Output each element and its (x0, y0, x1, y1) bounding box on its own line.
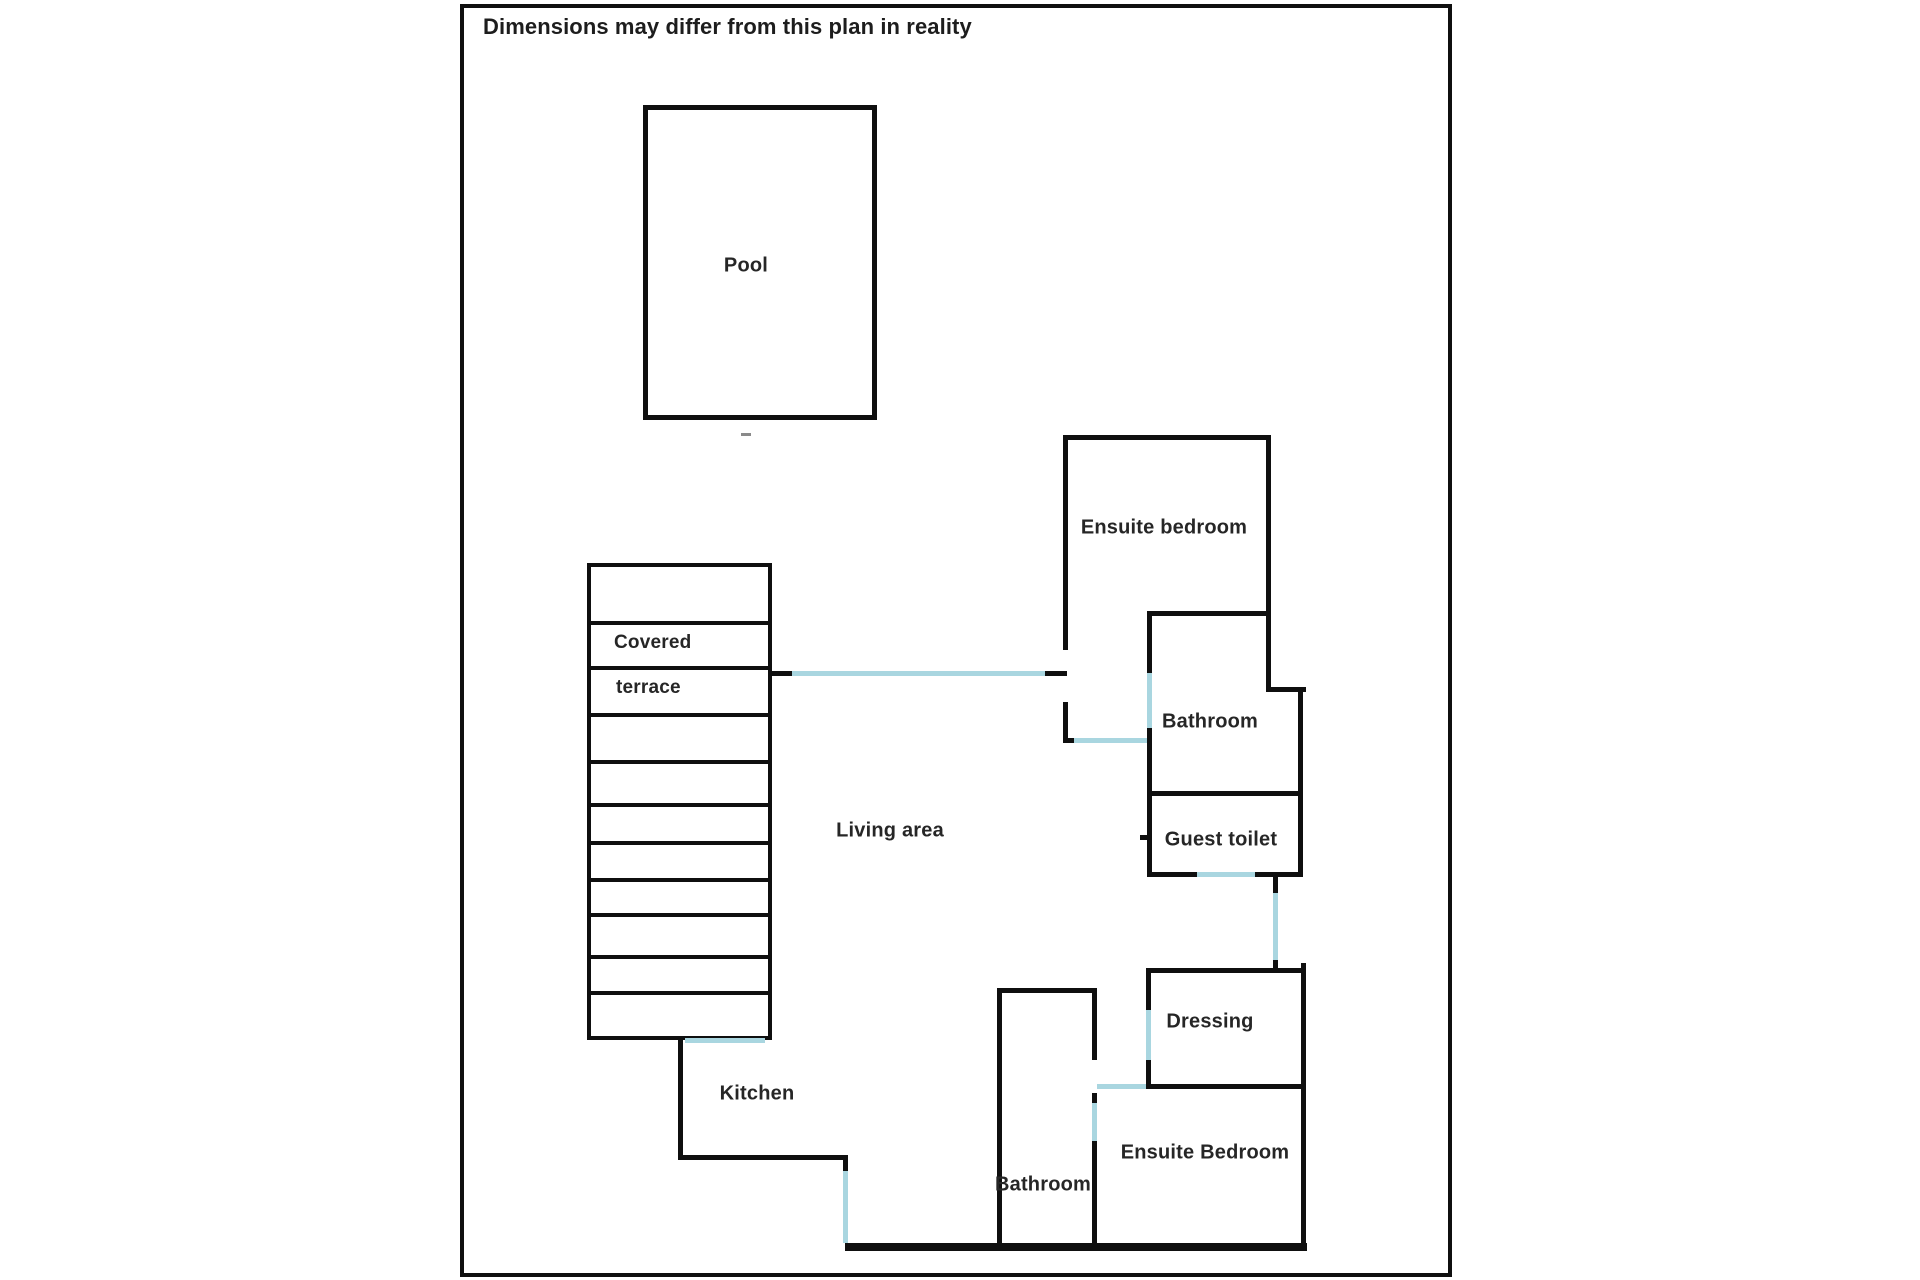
wall-bathroom-bottom (1147, 791, 1303, 796)
door-opening-ensuite-bottom (1074, 738, 1147, 743)
terrace-slat-line (591, 878, 768, 882)
wall-bathroom2-right (1092, 1093, 1097, 1103)
pool-outline (643, 105, 877, 420)
room-label-kitchen: Kitchen (719, 1082, 795, 1105)
wall-ensuite-left-lower (1063, 702, 1068, 743)
terrace-slat-line (591, 991, 768, 995)
wall-stub (1045, 671, 1067, 676)
plan-border (460, 4, 1452, 1277)
covered-terrace-outline (587, 563, 772, 1040)
wall-guest-toilet-left (1147, 791, 1152, 877)
room-label-dressing: Dressing (1166, 1010, 1254, 1033)
wall-stub (768, 671, 792, 676)
room-label-bathroom-bottom: Bathroom (994, 1173, 1092, 1196)
room-label-pool: Pool (723, 254, 769, 277)
door-opening-dressing-left (1146, 1010, 1151, 1060)
door-opening-hall (1273, 893, 1278, 962)
door-opening-bathroom2 (1092, 1103, 1097, 1141)
door-opening-kitchen-south (843, 1171, 848, 1243)
wall-ensuite-left-upper (1063, 435, 1068, 650)
wall-dressing-left (1146, 968, 1151, 1010)
terrace-slat-line (591, 803, 768, 807)
terrace-slat-line (591, 760, 768, 764)
wall-dressing-bottom (1146, 1084, 1306, 1089)
room-label-covered: Covered (614, 632, 692, 653)
wall-kitchen-left (678, 1040, 683, 1160)
room-label-ensuite-bedroom-bottom: Ensuite Bedroom (1120, 1141, 1290, 1164)
wall-bathroom2-right (1092, 988, 1097, 1060)
door-opening-terrace-corridor (792, 671, 1045, 676)
wall-bathroom-top (1147, 611, 1266, 616)
room-label-guest-toilet: Guest toilet (1164, 828, 1278, 851)
door-opening-kitchen-terrace (685, 1038, 765, 1043)
wall-guest-toilet-bottom (1255, 872, 1303, 877)
wall-ensuite-top (1063, 435, 1271, 440)
room-label-terrace: terrace (616, 677, 681, 698)
terrace-slat-line (591, 913, 768, 917)
terrace-slat-line (591, 713, 768, 717)
wall-stub (843, 1155, 848, 1171)
door-opening-bathroom-left (1147, 673, 1152, 728)
wall-building-south (845, 1243, 1307, 1251)
wall-bathroom-left (1147, 611, 1152, 673)
wall-bathroom-left (1147, 728, 1152, 793)
terrace-slat-line (591, 955, 768, 959)
wall-bathroom-right (1298, 687, 1303, 793)
wall-guest-toilet-right (1298, 791, 1303, 877)
wall-stub (1063, 738, 1074, 743)
wall-stub (1273, 877, 1278, 893)
room-label-bathroom-top: Bathroom (1161, 710, 1259, 733)
wall-kitchen-bottom (678, 1155, 848, 1160)
wall-tick (1140, 835, 1147, 840)
room-label-ensuite-bedroom-top: Ensuite bedroom (1080, 516, 1248, 539)
plan-disclaimer-text: Dimensions may differ from this plan in … (483, 14, 972, 39)
wall-bathroom2-top (997, 988, 1097, 993)
terrace-slat-line (591, 666, 768, 670)
terrace-slat-line (591, 621, 768, 625)
stray-mark (741, 433, 751, 436)
wall-stub (1273, 960, 1278, 972)
door-opening-ensuite2-entry (1097, 1084, 1146, 1089)
wall-step (1266, 687, 1306, 692)
wall-guest-toilet-bottom (1147, 872, 1197, 877)
terrace-slat-line (591, 841, 768, 845)
wall-ensuite-right (1266, 435, 1271, 692)
wall-dressing-top (1146, 968, 1306, 973)
wall-bathroom2-right (1092, 1141, 1097, 1245)
wall-right-shared (1301, 963, 1306, 1248)
wall-bathroom2-left (997, 988, 1002, 1248)
wall-dressing-left (1146, 1060, 1151, 1089)
door-opening-guest-toilet (1197, 872, 1255, 877)
room-label-living-area: Living area (836, 819, 944, 842)
